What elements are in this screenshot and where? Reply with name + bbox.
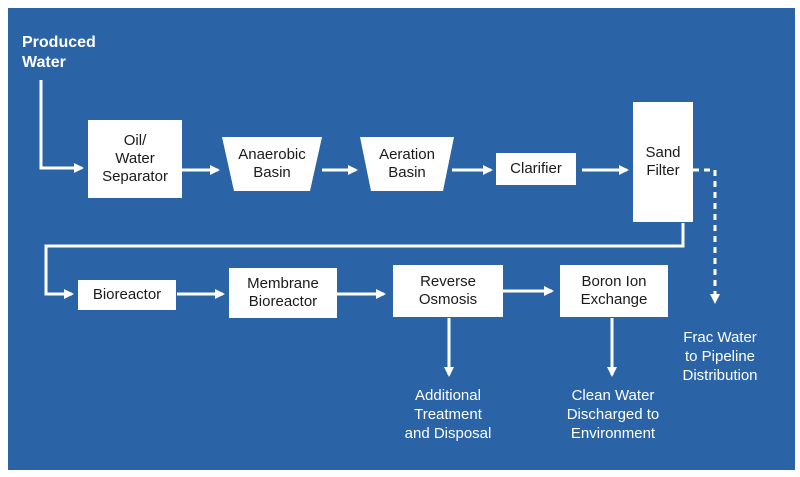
oil-water-separator-box: Oil/ Water Separator — [88, 120, 182, 198]
bioreactor-box: Bioreactor — [78, 280, 176, 310]
anaerobic-basin-label: Anaerobic Basin — [238, 146, 306, 181]
clarifier-box: Clarifier — [496, 153, 576, 185]
arrow-sandfilter-to-bioreactor — [44, 223, 685, 299]
additional-treatment-label: Additional Treatment and Disposal — [404, 387, 492, 442]
produced-water-label: Produced Water — [22, 34, 96, 71]
membrane-bioreactor-box: Membrane Bioreactor — [229, 268, 337, 318]
sand-filter-box: Sand Filter — [633, 102, 693, 222]
anaerobic-basin-shape — [222, 137, 322, 191]
inlet-arrow — [39, 80, 84, 173]
frac-water-label: Frac Water to Pipeline Distribution — [682, 329, 758, 384]
anaerobic-basin-box: Anaerobic Basin — [222, 137, 322, 191]
boron-ion-exchange-box: Boron Ion Exchange — [560, 265, 668, 317]
reverse-osmosis-box: Reverse Osmosis — [393, 265, 503, 317]
arrow-sandfilter-to-frac — [693, 168, 720, 304]
aeration-basin-shape — [360, 137, 454, 191]
aeration-basin-label: Aeration Basin — [379, 146, 435, 181]
diagram-panel — [8, 8, 795, 470]
aeration-basin-box: Aeration Basin — [360, 137, 454, 191]
clean-water-label: Clean Water Discharged to Environment — [566, 387, 660, 442]
